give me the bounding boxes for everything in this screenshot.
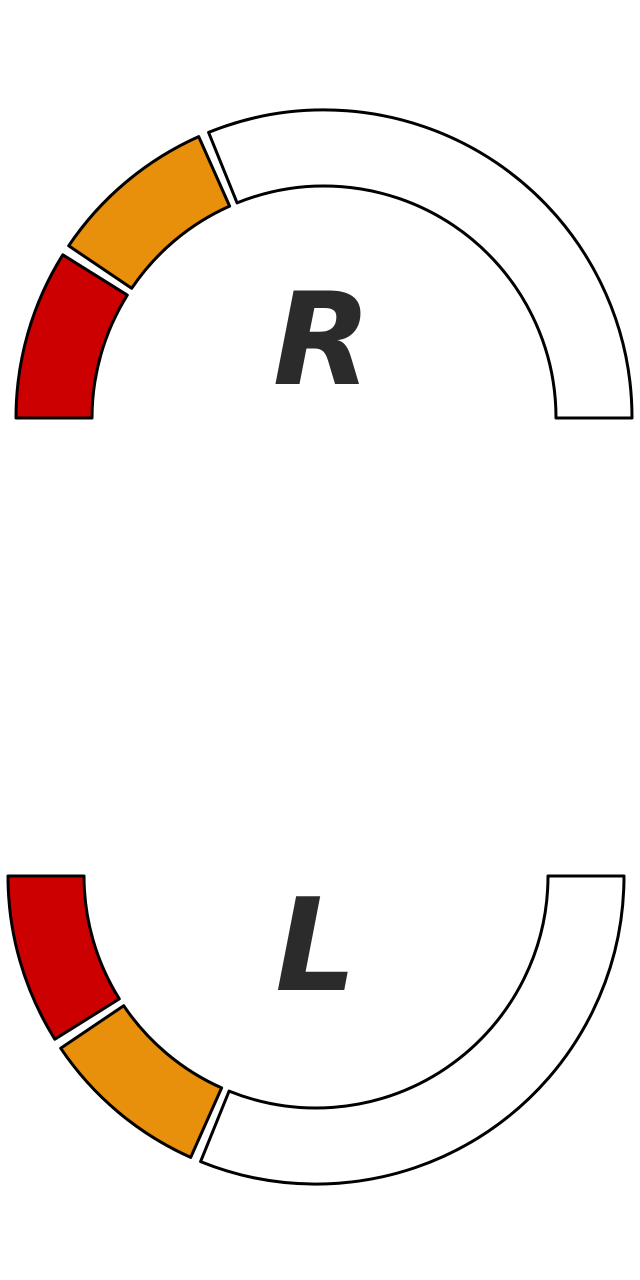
gauge-left <box>6 874 626 1186</box>
gauge-right-segment-warning <box>67 135 232 290</box>
gauge-right <box>14 108 634 420</box>
gauge-right-segment-empty <box>207 108 634 420</box>
gauge-right-segment-critical <box>14 253 129 420</box>
gauge-left-segment-critical <box>6 874 121 1041</box>
gauge-left-segment-warning <box>59 1004 224 1159</box>
gauge-left-label: L <box>275 872 357 1021</box>
gauge-left-segment-empty <box>199 874 626 1186</box>
gauge-right-label: R <box>273 266 372 415</box>
